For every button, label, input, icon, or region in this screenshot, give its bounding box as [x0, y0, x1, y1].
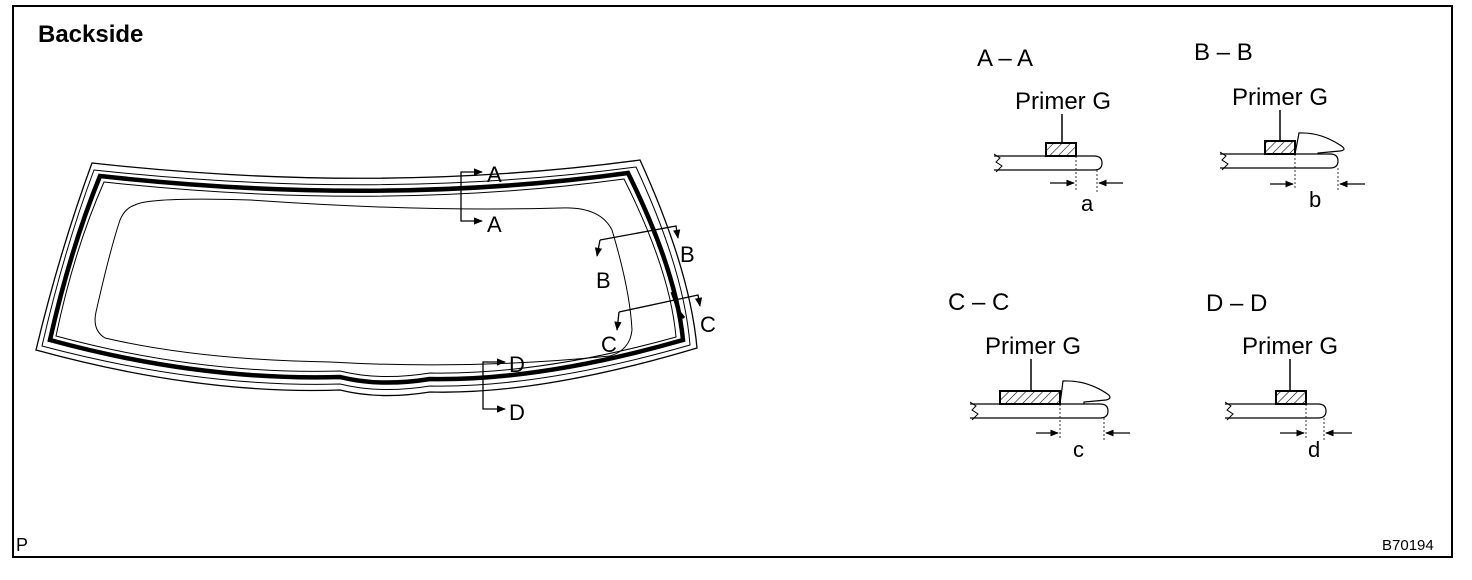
marker-c-right: C	[700, 312, 716, 337]
section-c-primer-label: Primer G	[985, 333, 1081, 360]
primer-g-area-b	[1264, 140, 1296, 155]
section-d-primer-label: Primer G	[1242, 333, 1338, 360]
corner-mark: P	[16, 535, 29, 555]
back-window-glass	[35, 159, 698, 397]
ceramic-boundary	[94, 198, 633, 366]
section-b-heading: B – B	[1194, 39, 1253, 66]
section-marker-d	[482, 358, 506, 413]
section-c-heading: C – C	[948, 289, 1009, 316]
marker-a-top: A	[487, 162, 502, 187]
marker-c-left: C	[601, 332, 617, 357]
section-d-heading: D – D	[1206, 290, 1267, 317]
glass-section-b	[1220, 153, 1339, 169]
glass-section-a	[994, 155, 1103, 171]
figure-frame	[12, 5, 1453, 558]
glass-inner-edge	[41, 166, 691, 391]
section-marker-c	[614, 291, 703, 331]
section-a-a: A – A Primer G a	[977, 45, 1123, 216]
dimension-c: c	[1073, 437, 1084, 462]
glass-outer-edge	[35, 159, 698, 397]
section-b-b: B – B Primer G b	[1194, 39, 1365, 212]
marker-b-right: B	[680, 242, 695, 267]
band-inner-edge	[55, 178, 677, 378]
section-a-heading: A – A	[977, 45, 1033, 72]
dimension-a: a	[1081, 191, 1094, 216]
figure-code: B70194	[1382, 537, 1434, 554]
primer-g-area-d	[1275, 390, 1307, 405]
primer-g-area-c	[999, 390, 1061, 405]
molding-band	[47, 170, 686, 385]
section-d-d: D – D Primer G d	[1206, 290, 1352, 462]
molding-c	[1059, 380, 1111, 405]
section-a-primer-label: Primer G	[1015, 88, 1111, 115]
section-b-primer-label: Primer G	[1232, 84, 1328, 111]
marker-b-left: B	[596, 268, 611, 293]
glass-section-c	[970, 403, 1109, 419]
dimension-d: d	[1308, 437, 1320, 462]
section-marker-b	[594, 225, 681, 257]
marker-a-bottom: A	[487, 212, 502, 237]
dimension-b: b	[1309, 187, 1321, 212]
molding-b	[1294, 132, 1345, 155]
section-marker-a	[460, 168, 483, 225]
primer-g-area-a	[1045, 142, 1077, 157]
marker-d-top: D	[509, 352, 525, 377]
glass-section-d	[1225, 403, 1327, 419]
section-c-c: C – C Primer G c	[948, 289, 1130, 462]
figure-title: Backside	[38, 21, 144, 48]
marker-d-bottom: D	[509, 400, 525, 425]
